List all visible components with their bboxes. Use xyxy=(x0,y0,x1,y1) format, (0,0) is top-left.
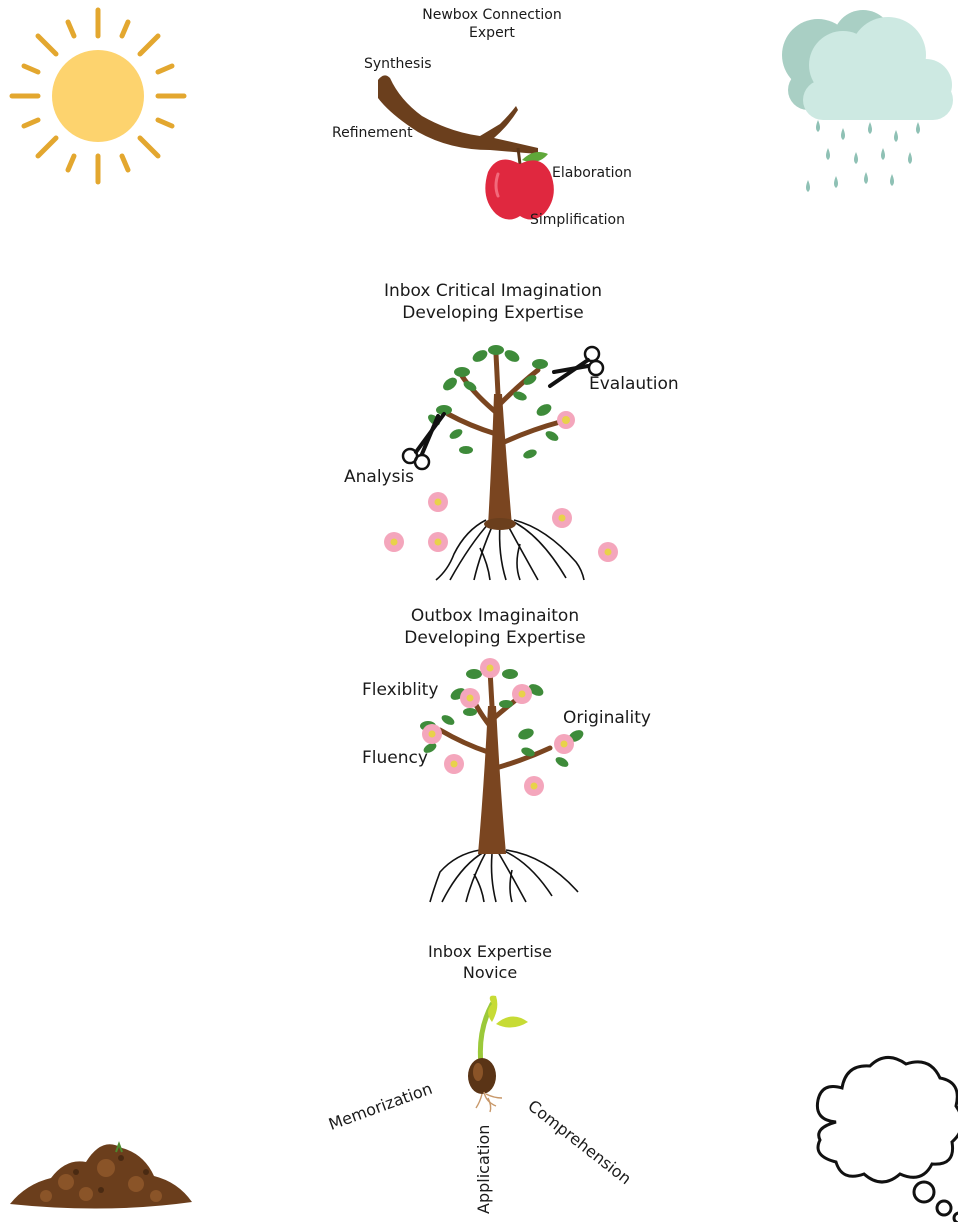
outbox-title-line2: Developing Expertise xyxy=(345,627,645,649)
label-fluency: Fluency xyxy=(362,748,428,768)
branch-with-apple-icon xyxy=(370,68,570,228)
label-comprehension: Comprehension xyxy=(524,1096,635,1188)
label-refinement: Refinement xyxy=(332,125,413,141)
soil-pile-icon xyxy=(6,1132,196,1212)
sun-icon xyxy=(8,6,188,186)
label-application: Application xyxy=(474,1125,493,1214)
rain-cloud-icon xyxy=(778,10,958,200)
label-analysis: Analysis xyxy=(344,467,414,487)
label-elaboration: Elaboration xyxy=(552,165,632,181)
expert-title-line2: Expert xyxy=(392,24,592,42)
fallen-blossoms xyxy=(378,484,638,574)
scissors-icon-analysis xyxy=(398,410,448,470)
critical-title-line1: Inbox Critical Imagination xyxy=(343,280,643,302)
expert-title-line1: Newbox Connection xyxy=(392,6,592,24)
novice-title-line1: Inbox Expertise xyxy=(390,942,590,963)
critical-title-line2: Developing Expertise xyxy=(343,302,643,324)
outbox-stage-title: Outbox Imaginaiton Developing Expertise xyxy=(345,605,645,649)
label-synthesis: Synthesis xyxy=(364,56,432,72)
label-flexibility: Flexiblity xyxy=(362,680,438,700)
label-originality: Originality xyxy=(563,708,651,728)
sprouting-seed-icon xyxy=(456,994,536,1114)
outbox-title-line1: Outbox Imaginaiton xyxy=(345,605,645,627)
label-memorization: Memorization xyxy=(326,1079,435,1134)
novice-title-line2: Novice xyxy=(390,963,590,984)
critical-stage-title: Inbox Critical Imagination Developing Ex… xyxy=(343,280,643,324)
expert-stage-title: Newbox Connection Expert xyxy=(392,6,592,42)
thought-bubble-icon xyxy=(806,1052,958,1222)
label-evaluation: Evalaution xyxy=(589,374,679,394)
label-simplification: Simplification xyxy=(530,212,625,228)
novice-stage-title: Inbox Expertise Novice xyxy=(390,942,590,984)
